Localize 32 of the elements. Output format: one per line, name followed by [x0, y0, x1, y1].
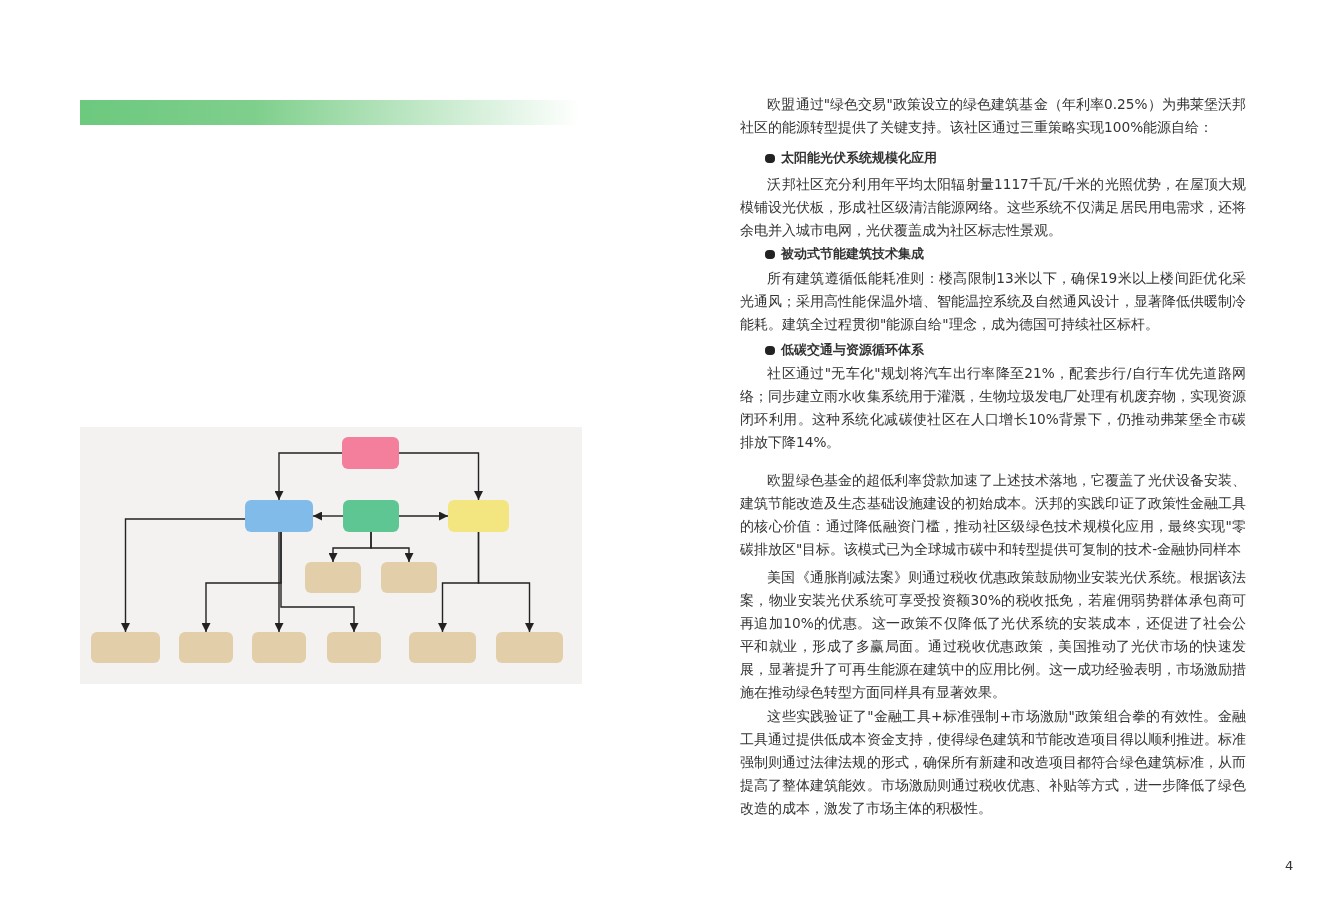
- arrow: [370, 531, 414, 563]
- flow-box: [327, 632, 381, 663]
- body-paragraph: 沃邦社区充分利用年平均太阳辐射量1117千瓦/千米的光照优势，在屋顶大规模铺设光伏板，形成社区级清洁能源网络。这些系统不仅满足居民用电需求，还将余电并入城市电网，光伏覆盖成为社区标志性景观。: [740, 175, 1246, 240]
- arrow: [121, 518, 246, 633]
- body-paragraph: 所有建筑遵循低能耗准则：楼高限制13米以下，确保19米以上楼间距优化采光通风；采用高性能保温外墙、智能温控系统及自然通风设计，显著降低供暖制冷能耗。建筑全过程贯彻"能源自给"理念，成为德国可持续社区标杆。: [740, 269, 1246, 334]
- flow-box: [342, 437, 399, 469]
- flow-box: [496, 632, 563, 663]
- arrow: [280, 531, 359, 633]
- section-heading: 太阳能光伏系统规模化应用: [781, 149, 937, 167]
- arrow: [398, 511, 449, 521]
- arrow: [312, 511, 344, 521]
- flow-box: [305, 562, 361, 593]
- arrow: [274, 452, 343, 501]
- page-number: 4: [1285, 858, 1294, 873]
- flow-box: [409, 632, 476, 663]
- flow-box: [179, 632, 233, 663]
- arrow: [274, 531, 284, 633]
- body-paragraph: 欧盟绿色基金的超低利率贷款加速了上述技术落地，它覆盖了光伏设备安装、建筑节能改造及生态基础设施建设的初始成本。沃邦的实践印证了政策性金融工具的核心价值：通过降低融资门槛，推动社区级绿色技术规模化应用，最终实现"零碳排放区"目标。该模式已为全球城市碳中和转型提供可复制的技术-金融协同样本: [740, 471, 1246, 559]
- section-heading: 被动式节能建筑技术集成: [781, 245, 924, 263]
- body-paragraph: 社区通过"无车化"规划将汽车出行率降至21%，配套步行/自行车优先道路网络；同步建立雨水收集系统用于灌溉，生物垃圾发电厂处理有机废弃物，实现资源闭环利用。这种系统化减碳使社区在人口增长10%背景下，仍推动弗莱堡全市碳排放下降14%。: [740, 364, 1246, 452]
- flow-box: [91, 632, 160, 663]
- flow-box: [343, 500, 399, 532]
- section-heading: 低碳交通与资源循环体系: [781, 341, 924, 359]
- body-paragraph: 美国《通胀削减法案》则通过税收优惠政策鼓励物业安装光伏系统。根据该法案，物业安装光伏系统可享受投资额30%的税收抵免，若雇佣弱势群体承包商可再追加10%的优惠。这一政策不仅降低了光伏系统的安装成本，还促进了社会公平和就业，形成了多赢局面。通过税收优惠政策，美国推动了光伏市场的快速发展，显著提升了可再生能源在建筑中的应用比例。这一成功经验表明，市场激励措施在推动绿色转型方面同样具有显著效果。: [740, 568, 1246, 702]
- flow-box: [245, 500, 313, 532]
- flow-box: [448, 500, 509, 532]
- flow-box: [381, 562, 437, 593]
- arrow: [477, 531, 534, 633]
- arrow: [398, 452, 483, 501]
- flow-box: [252, 632, 306, 663]
- body-paragraph: 欧盟通过"绿色交易"政策设立的绿色建筑基金（年利率0.25%）为弗莱堡沃邦社区的能源转型提供了关键支持。该社区通过三重策略实现100%能源自给：: [740, 95, 1246, 137]
- body-paragraph: 这些实践验证了"金融工具+标准强制+市场激励"政策组合拳的有效性。金融工具通过提供低成本资金支持，使得绿色建筑和节能改造项目得以顺利推进。标准强制则通过法律法规的形式，确保所有新建和改造项目都符合绿色建筑标准，从而提高了整体建筑能效。市场激励则通过税收优惠、补贴等方式，进一步降低了绿色改造的成本，激发了市场主体的积极性。: [740, 707, 1246, 818]
